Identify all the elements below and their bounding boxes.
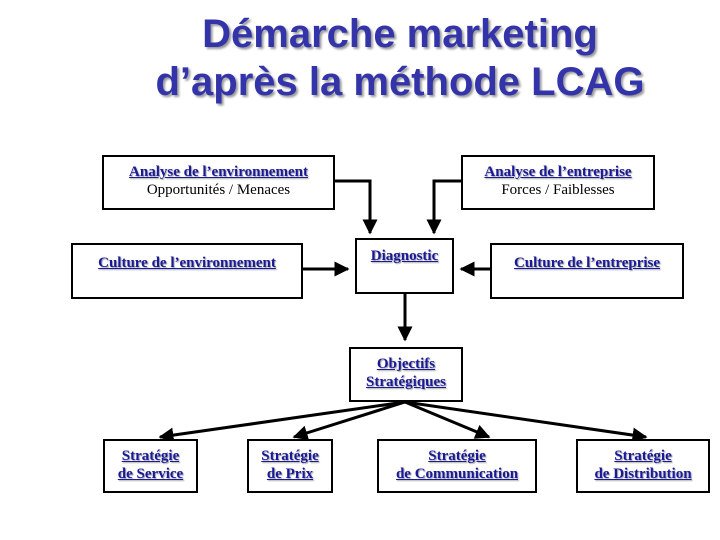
strategie-distribution-line-2: de Distribution (594, 466, 692, 482)
objectifs-line-1: Objectifs (376, 356, 436, 372)
strategie-communication-line-2: de Communication (395, 466, 519, 482)
analyse-entreprise-box: Analyse de l’entreprise Forces / Faibles… (461, 155, 655, 210)
strategie-prix-box: Stratégie de Prix (247, 439, 333, 493)
culture-environnement-label: Culture de l’environnement (98, 255, 276, 271)
strategie-communication-box: Stratégie de Communication (377, 439, 537, 493)
page-title: Démarche marketing d’après la méthode LC… (100, 10, 700, 106)
arrow-objectifs-to-prix (292, 400, 406, 441)
arrow-objectifs-to-service (158, 400, 406, 443)
culture-entreprise-box: Culture de l’entreprise (490, 243, 684, 299)
strategie-distribution-line-1: Stratégie (614, 448, 672, 464)
arrow-objectifs-to-distribution (404, 400, 648, 443)
analyse-environnement-label: Analyse de l’environnement (129, 164, 308, 180)
strategie-service-line-1: Stratégie (121, 448, 180, 464)
strategie-prix-line-2: de Prix (266, 466, 314, 482)
strategie-distribution-box: Stratégie de Distribution (576, 439, 710, 493)
arrow-analyse-env-to-diagnostic (335, 179, 378, 235)
strategie-prix-line-1: Stratégie (261, 448, 319, 464)
strategie-communication-line-1: Stratégie (428, 448, 486, 464)
arrow-objectifs-to-communication (404, 400, 491, 439)
analyse-environnement-sub: Opportunités / Menaces (146, 182, 291, 198)
strategie-service-box: Stratégie de Service (103, 439, 198, 493)
analyse-entreprise-sub: Forces / Faiblesses (501, 182, 615, 198)
diagnostic-label: Diagnostic (370, 248, 439, 264)
objectifs-line-2: Stratégiques (366, 374, 446, 390)
title-line-2: d’après la méthode LCAG (155, 60, 645, 104)
culture-environnement-box: Culture de l’environnement (71, 243, 303, 299)
culture-entreprise-label: Culture de l’entreprise (513, 255, 661, 271)
title-line-1: Démarche marketing (202, 12, 598, 56)
strategie-service-line-2: de Service (117, 466, 184, 482)
diagnostic-box: Diagnostic (355, 238, 454, 294)
analyse-environnement-box: Analyse de l’environnement Opportunités … (102, 155, 335, 210)
analyse-entreprise-label: Analyse de l’entreprise (484, 164, 632, 180)
objectifs-box: Objectifs Stratégiques (349, 347, 463, 402)
arrow-analyse-ent-to-diagnostic (426, 179, 461, 235)
